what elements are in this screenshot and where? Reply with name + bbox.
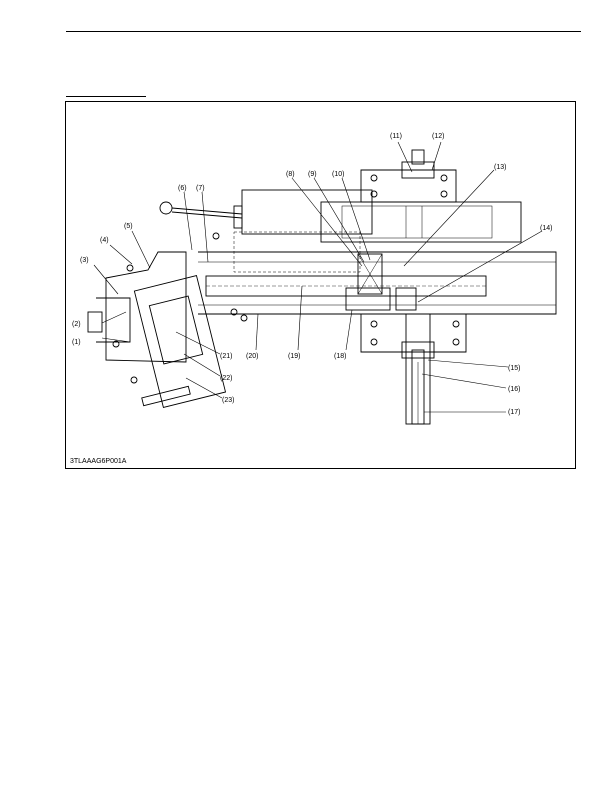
callout-18: (18) bbox=[334, 353, 346, 360]
callout-10: (10) bbox=[332, 171, 344, 178]
callout-3: (3) bbox=[80, 257, 89, 264]
callout-1: (1) bbox=[72, 339, 81, 346]
callout-8: (8) bbox=[286, 171, 295, 178]
tie-rod-ball-joint bbox=[159, 201, 173, 215]
axle-casing bbox=[198, 251, 557, 315]
final-drive-housing bbox=[105, 251, 187, 363]
center-pivot-bracket bbox=[360, 169, 457, 203]
callout-19: (19) bbox=[288, 353, 300, 360]
callout-20: (20) bbox=[246, 353, 258, 360]
callout-15: (15) bbox=[508, 365, 520, 372]
figure-frame: (1) (2) (3) (4) (5) (6) (7) (8) (9) (10)… bbox=[65, 101, 576, 469]
wheel-hub-case bbox=[133, 275, 227, 409]
callout-2: (2) bbox=[72, 321, 81, 328]
lower-pivot-bracket bbox=[360, 313, 467, 353]
header-rule bbox=[66, 31, 581, 32]
callout-13: (13) bbox=[494, 164, 506, 171]
callout-9: (9) bbox=[308, 171, 317, 178]
callout-16: (16) bbox=[508, 386, 520, 393]
callout-17: (17) bbox=[508, 409, 520, 416]
callout-7: (7) bbox=[196, 185, 205, 192]
callout-22: (22) bbox=[220, 375, 232, 382]
callout-5: (5) bbox=[124, 223, 133, 230]
callout-21: (21) bbox=[220, 353, 232, 360]
callout-14: (14) bbox=[540, 225, 552, 232]
callout-11: (11) bbox=[390, 133, 402, 140]
axle-cross-section-drawing: (1) (2) (3) (4) (5) (6) (7) (8) (9) (10)… bbox=[72, 133, 557, 425]
callout-23: (23) bbox=[222, 397, 234, 404]
callout-12: (12) bbox=[432, 133, 444, 140]
section-heading-rule bbox=[66, 96, 146, 97]
callout-labels: (1) (2) (3) (4) (5) (6) (7) (8) (9) (10)… bbox=[72, 133, 552, 416]
figure-code: 3TLAAAG6P001A bbox=[70, 458, 127, 465]
differential-bearing bbox=[357, 253, 383, 295]
callout-4: (4) bbox=[100, 237, 109, 244]
callout-6: (6) bbox=[178, 185, 187, 192]
